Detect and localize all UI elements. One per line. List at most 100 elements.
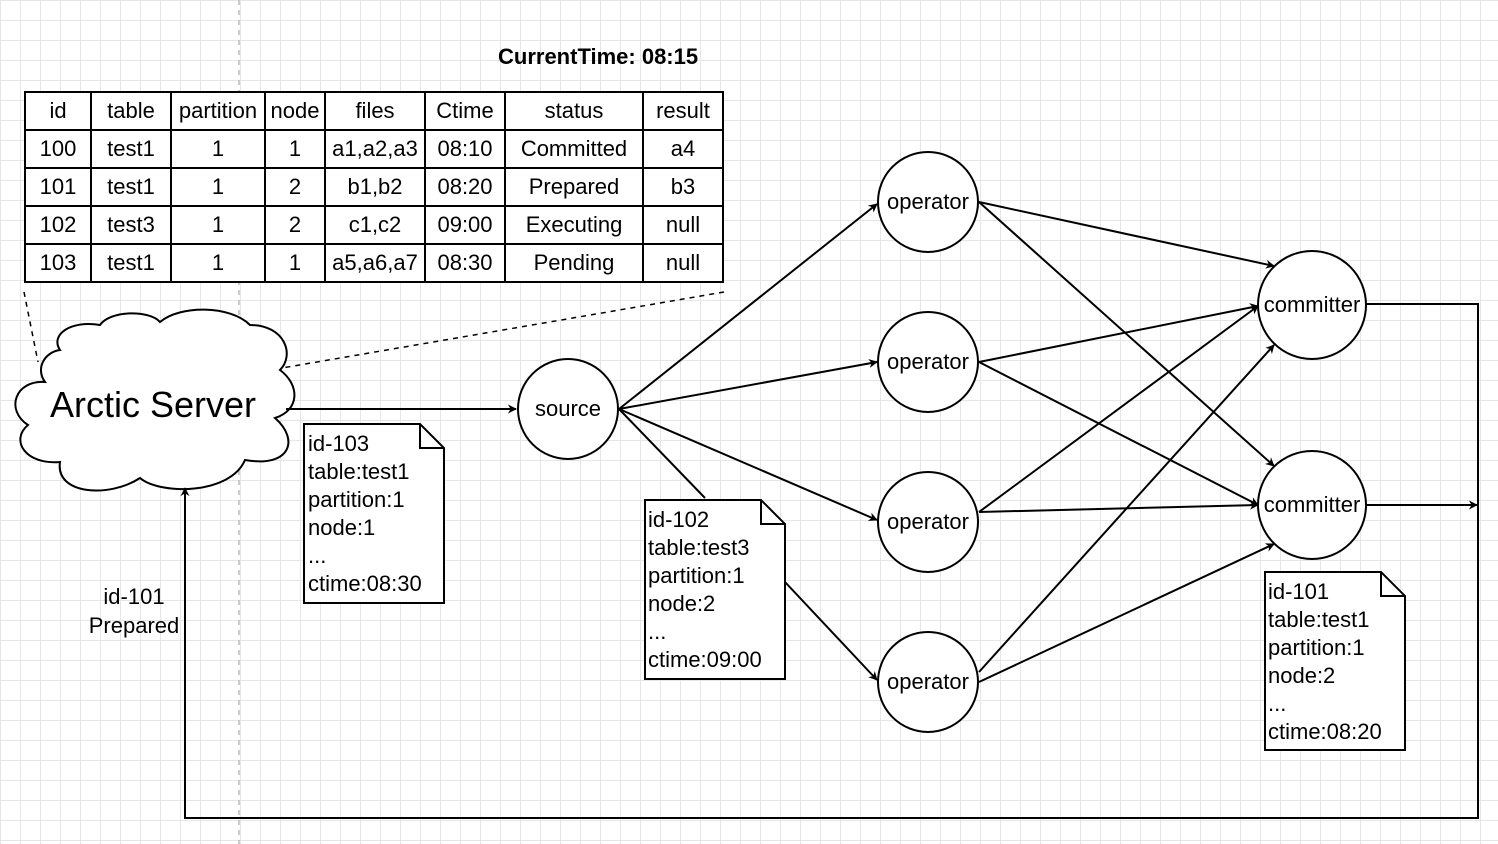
note-102: [644, 499, 786, 680]
table-row: 100 test1 1 1 a1,a2,a3 08:10 Committed a…: [24, 129, 724, 169]
note-line: partition:1: [308, 487, 405, 512]
note-line: id-103: [308, 431, 370, 456]
cell-ctime: 08:20: [424, 167, 506, 207]
note-101-fold: [1380, 572, 1405, 597]
table-row: 103 test1 1 1 a5,a6,a7 08:30 Pending nul…: [24, 243, 724, 283]
header-files: files: [324, 91, 426, 131]
note-101-text: id-101 table:test1 partition:1 node:2 ..…: [1268, 578, 1382, 746]
cell-status: Prepared: [504, 167, 644, 207]
note-line: id-102: [648, 507, 710, 532]
table-row: 101 test1 1 2 b1,b2 08:20 Prepared b3: [24, 167, 724, 207]
note-line: table:test1: [308, 459, 410, 484]
note-103: [303, 423, 445, 604]
header-table: table: [90, 91, 172, 131]
cell-table: test1: [90, 243, 172, 283]
note-103-fold: [419, 424, 444, 449]
note-101: [1264, 571, 1406, 751]
note-line: ...: [308, 543, 327, 568]
edge-op3-c2: [978, 500, 1259, 513]
cell-id: 100: [24, 129, 92, 169]
cell-node: 2: [264, 205, 326, 245]
note-line: node:1: [308, 515, 376, 540]
feedback-id: id-101: [103, 584, 165, 609]
cell-files: a5,a6,a7: [324, 243, 426, 283]
edge-op1-c2: [978, 201, 1275, 467]
cell-partition: 1: [170, 129, 266, 169]
table-row: 102 test3 1 2 c1,c2 09:00 Executing null: [24, 205, 724, 245]
cell-node: 1: [264, 129, 326, 169]
edge-op1-c1: [978, 201, 1275, 269]
current-time-title: CurrentTime: 08:15: [498, 44, 699, 69]
cell-id: 103: [24, 243, 92, 283]
cell-node: 2: [264, 167, 326, 207]
cell-table: test3: [90, 205, 172, 245]
cell-result: null: [642, 243, 724, 283]
edge-feedback-loop: [180, 303, 1479, 819]
cell-partition: 1: [170, 205, 266, 245]
edge-source-op2: [618, 359, 878, 410]
callout-line-left: [23, 291, 39, 363]
note-line: ctime:09:00: [648, 647, 762, 672]
cell-result: a4: [642, 129, 724, 169]
feedback-status: Prepared: [88, 613, 180, 638]
note-line: partition:1: [648, 563, 745, 588]
operator-label-4: operator: [887, 669, 969, 694]
cell-partition: 1: [170, 167, 266, 207]
committer-label-1: committer: [1263, 292, 1361, 317]
header-result: result: [642, 91, 724, 131]
edge-op2-c1: [978, 303, 1259, 363]
operator-node-2: [877, 311, 979, 413]
callout-line-right: [281, 291, 725, 369]
cell-files: b1,b2: [324, 167, 426, 207]
edge-source-op4-b: [784, 581, 878, 681]
cell-table: test1: [90, 167, 172, 207]
note-line: ...: [1268, 691, 1287, 716]
committer-node-2: [1257, 450, 1367, 560]
cell-node: 1: [264, 243, 326, 283]
operator-label-1: operator: [887, 189, 969, 214]
note-line: node:2: [648, 591, 716, 616]
cell-files: c1,c2: [324, 205, 426, 245]
note-103-text: id-103 table:test1 partition:1 node:1 ..…: [308, 430, 422, 598]
cell-id: 101: [24, 167, 92, 207]
source-node: [517, 358, 619, 460]
cell-ctime: 09:00: [424, 205, 506, 245]
source-label: source: [534, 396, 602, 421]
edge-op4-c2: [978, 543, 1275, 683]
operator-node-3: [877, 471, 979, 573]
edge-source-op1: [618, 203, 878, 410]
operator-label-2: operator: [887, 349, 969, 374]
header-ctime: Ctime: [424, 91, 506, 131]
cell-status: Executing: [504, 205, 644, 245]
cell-status: Pending: [504, 243, 644, 283]
edge-op3-c1: [978, 305, 1259, 513]
feedback-label: id-101 Prepared: [74, 582, 194, 640]
operator-node-1: [877, 151, 979, 253]
arctic-server-cloud: [14, 308, 296, 492]
note-line: ctime:08:30: [308, 571, 422, 596]
jobs-table: id table partition node files Ctime stat…: [24, 91, 724, 283]
committer-node-1: [1257, 250, 1367, 360]
committer-label-2: committer: [1263, 492, 1361, 517]
header-partition: partition: [170, 91, 266, 131]
note-102-fold: [760, 500, 785, 525]
edge-op2-c2: [978, 361, 1259, 506]
cell-partition: 1: [170, 243, 266, 283]
operator-node-4: [877, 631, 979, 733]
note-line: table:test3: [648, 535, 750, 560]
edge-source-op4-a: [618, 408, 706, 499]
note-line: node:2: [1268, 663, 1336, 688]
cell-result: null: [642, 205, 724, 245]
note-line: id-101: [1268, 579, 1330, 604]
table-header-row: id table partition node files Ctime stat…: [24, 91, 724, 131]
cell-ctime: 08:30: [424, 243, 506, 283]
cell-files: a1,a2,a3: [324, 129, 426, 169]
cell-ctime: 08:10: [424, 129, 506, 169]
note-line: ctime:08:20: [1268, 719, 1382, 744]
cell-id: 102: [24, 205, 92, 245]
note-102-text: id-102 table:test3 partition:1 node:2 ..…: [648, 506, 762, 674]
cell-result: b3: [642, 167, 724, 207]
header-status: status: [504, 91, 644, 131]
header-id: id: [24, 91, 92, 131]
